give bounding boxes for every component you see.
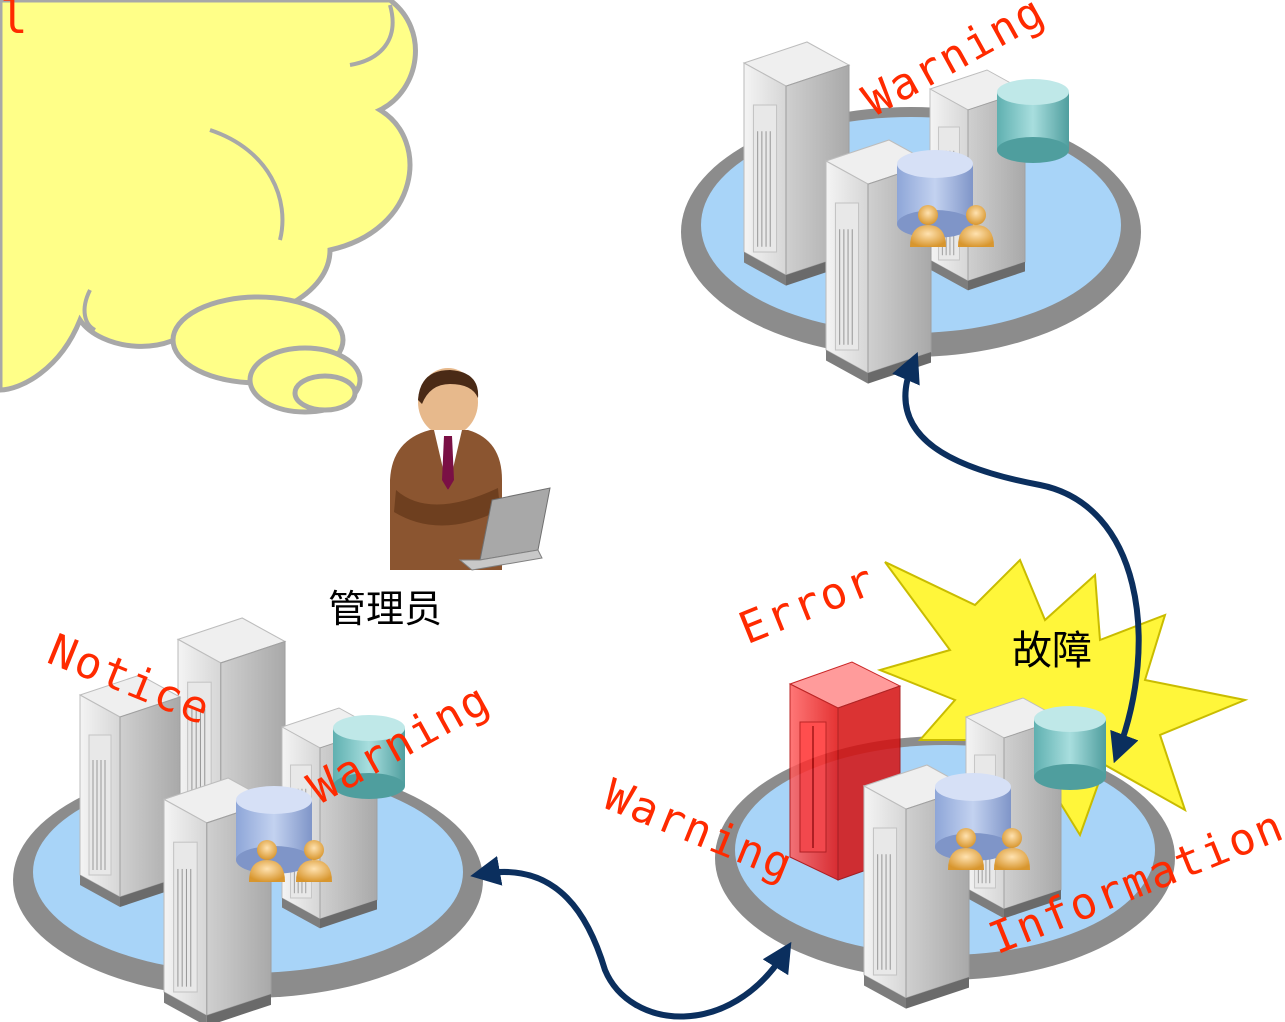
- database-icon: [236, 786, 312, 874]
- link-arrow-top-to-bottom-right: [892, 351, 1142, 764]
- cluster-bottom-left: [13, 617, 483, 1022]
- thought-cloud: [0, 0, 418, 415]
- database-icon: [997, 79, 1069, 163]
- database-icon: [1034, 706, 1106, 790]
- database-icon: [935, 773, 1011, 861]
- cloud-partial-text: l: [0, 0, 30, 44]
- administrator-label: 管理员: [328, 587, 443, 631]
- thought-bubble-small: [292, 373, 358, 413]
- administrator-figure: [390, 368, 551, 571]
- link-arrow-bottom-left-to-bottom-right: [470, 856, 792, 1020]
- database-icon: [897, 150, 973, 238]
- cluster-top-right: [681, 41, 1141, 385]
- fault-label: 故障: [1012, 628, 1092, 674]
